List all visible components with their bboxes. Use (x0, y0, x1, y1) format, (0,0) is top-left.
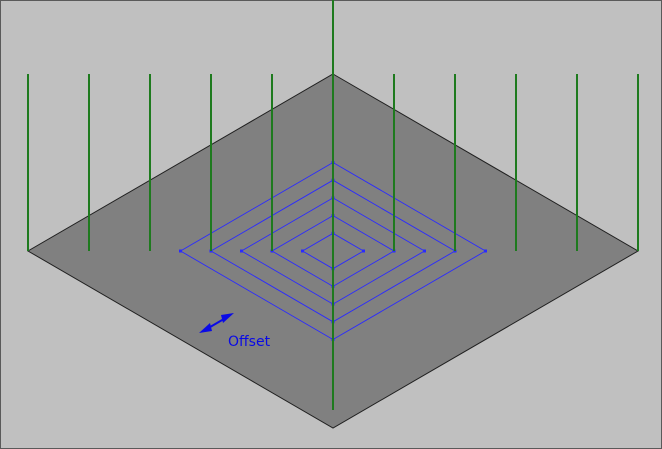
vertical-lines (27, 0, 639, 410)
offset-arrowhead-end (221, 313, 234, 323)
offset-arrowhead-start (199, 323, 212, 333)
contour-node (484, 249, 487, 253)
contour-node (362, 249, 365, 253)
contour-node (240, 249, 243, 253)
contour-node (179, 249, 182, 253)
contour-node (301, 249, 304, 253)
offset-arrow (199, 313, 234, 333)
offset-label: Offset (228, 334, 271, 350)
contour-node (423, 249, 426, 253)
